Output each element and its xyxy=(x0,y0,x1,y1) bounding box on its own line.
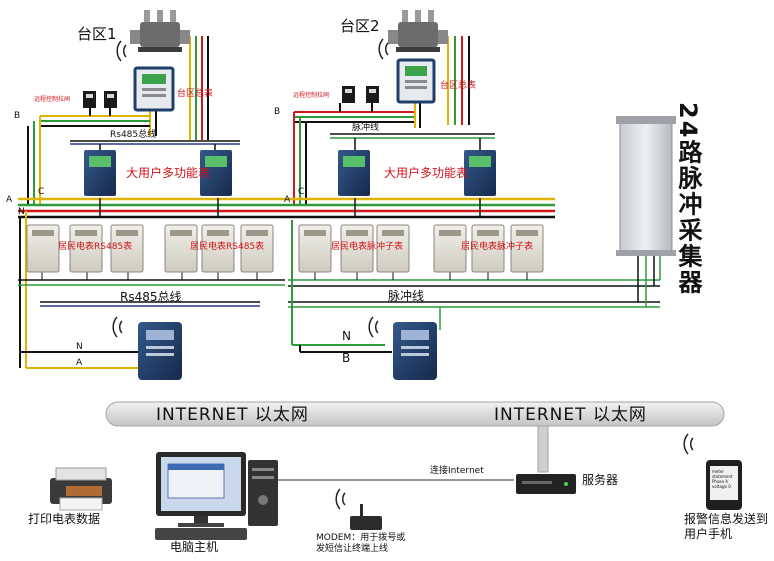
concentrator-1 xyxy=(138,322,182,380)
district-1-resident-wiring xyxy=(18,279,285,307)
resident-meter-stems xyxy=(41,272,528,280)
district-2-resident-label-b: 居民电表脉冲子表 xyxy=(461,242,534,252)
internet-label-right: INTERNET 以太网 xyxy=(494,405,647,425)
large-user-drops xyxy=(99,198,481,217)
district-2-pulse-line xyxy=(330,133,495,150)
phase-label-a-1: A xyxy=(6,195,13,205)
phone-screen-line-4: voltage 0 xyxy=(712,484,731,489)
connect-internet-label: 连接Internet xyxy=(430,466,484,476)
phase-label-c-1: C xyxy=(38,187,45,197)
phase-label-a-3: A xyxy=(76,358,83,368)
modem-icon xyxy=(350,504,382,530)
phase-label-c-2: C xyxy=(298,187,305,197)
phase-label-n-1: N xyxy=(18,207,25,217)
district-1-lower-bus-label: Rs485总线 xyxy=(120,290,182,304)
transformer-2 xyxy=(388,10,448,52)
district-1-large-user-label: 大用户多功能表 xyxy=(126,166,211,180)
modem-label-line-2: 发短信让终端上线 xyxy=(316,544,389,554)
phase-label-a-2: A xyxy=(284,195,291,205)
collector-label: 24路脉冲采集器 xyxy=(674,102,702,296)
phone-screen-line-2: statement xyxy=(712,474,733,479)
district-2-title: 台区2 xyxy=(340,17,380,35)
pulse-collector xyxy=(616,116,676,256)
server-label: 服务器 xyxy=(582,473,619,487)
district-1-main-meter-label: 台区总表 xyxy=(177,89,214,99)
concentrator-2 xyxy=(393,322,437,380)
district-1-rs485-bus xyxy=(70,140,240,150)
district-1-title: 台区1 xyxy=(77,25,117,43)
district-2-remote-switch-label: 远程控制拉闸 xyxy=(293,92,330,99)
district-1-resident-label-a: 居民电表RS485表 xyxy=(58,242,133,252)
district-2-main-meter-label: 台区总表 xyxy=(440,81,477,91)
phase-label-n-4: N xyxy=(342,329,351,343)
pc-label: 电脑主机 xyxy=(170,540,219,554)
district-2-pulse-label: 脉冲线 xyxy=(352,123,380,133)
phase-label-b-3: B xyxy=(342,351,351,365)
remote-switches xyxy=(83,86,379,108)
phase-label-n-3: N xyxy=(76,342,83,352)
internet-label-left: INTERNET 以太网 xyxy=(156,405,309,425)
phase-label-b-1: B xyxy=(14,111,21,121)
district-1-resident-label-b: 居民电表RS485表 xyxy=(190,242,265,252)
district-2-resident-label-a: 居民电表脉冲子表 xyxy=(331,242,404,252)
district-1-remote-switch-label: 远程控制拉闸 xyxy=(34,96,71,103)
resident-meters xyxy=(26,224,544,273)
printer-label: 打印电表数据 xyxy=(28,512,101,526)
alarm-label-line-1: 报警信息发送到 xyxy=(684,512,769,526)
phone-screen-line-1: meter xyxy=(712,469,725,474)
collector-connections xyxy=(637,252,661,307)
printer-icon xyxy=(50,467,112,511)
phone-screen-line-3: Phase A xyxy=(712,479,728,484)
wireless-signal-icons xyxy=(112,38,694,510)
large-user-meters xyxy=(84,150,496,196)
district-2-resident-wiring xyxy=(288,220,660,353)
resident-meter-screens xyxy=(32,230,538,236)
district-2-wiring xyxy=(293,36,470,205)
alarm-label-line-2: 用户手机 xyxy=(684,527,733,541)
phone-screen-text: meter statement Phase A voltage 0 xyxy=(712,469,733,489)
server-icon xyxy=(516,474,576,494)
internet-band xyxy=(105,401,725,481)
main-phase-buses xyxy=(18,197,555,219)
district-2-lower-pulse-label: 脉冲线 xyxy=(388,289,425,303)
phase-label-b-2: B xyxy=(274,107,281,117)
mobile-phone-icon xyxy=(706,460,742,510)
district-2-main-meter xyxy=(396,58,436,104)
district-2-large-user-label: 大用户多功能表 xyxy=(384,166,469,180)
pc-icon xyxy=(155,452,278,540)
transformer-1 xyxy=(130,10,190,52)
left-vertical-feeds xyxy=(19,211,140,369)
district-1-bus-label: Rs485总线 xyxy=(110,130,157,140)
modem-label-line-1: MODEM：用于拨号或 xyxy=(316,533,406,543)
district-1-main-meter xyxy=(133,66,175,112)
